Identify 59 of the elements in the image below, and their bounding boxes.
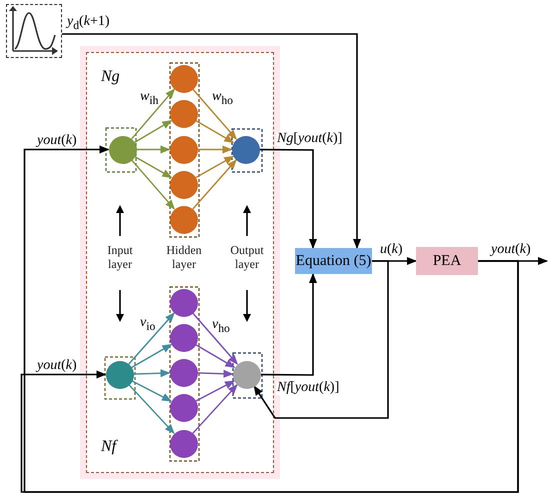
arrow	[260, 148, 317, 249]
arrow	[254, 260, 389, 419]
process-box: PEA	[416, 247, 478, 275]
connection-arrow	[192, 88, 237, 140]
neuron-circle	[170, 288, 198, 316]
edge-label: Ng[yout(k)]	[276, 132, 344, 146]
connection-arrow	[195, 120, 234, 144]
arrow	[260, 273, 317, 376]
connection-arrow	[197, 370, 234, 378]
connection-arrow	[133, 369, 170, 378]
edge-label: yout(k)	[36, 134, 78, 148]
weight-label: w$_{ho}$	[212, 90, 233, 106]
layer-label: Output layer	[229, 244, 265, 272]
connection-arrow	[192, 312, 238, 365]
neuron-circle	[232, 360, 260, 388]
connection-arrow	[128, 384, 175, 434]
neuron-circle	[170, 324, 198, 352]
neuron-circle	[170, 64, 198, 92]
weight-label: v$_{io}$	[140, 316, 156, 332]
edge-label: Nf[yout(k)]	[276, 381, 340, 395]
network-label: Nf	[101, 439, 116, 455]
connection-arrow	[128, 312, 175, 364]
edge-label: yout(k)	[490, 243, 532, 257]
neuron-circle	[170, 100, 198, 128]
neuron-circle	[170, 358, 198, 386]
process-box: Equation (5)	[295, 248, 372, 274]
connection-arrow	[136, 146, 170, 154]
arrow	[20, 260, 519, 493]
connection-arrow	[131, 160, 175, 210]
connection-arrow	[198, 146, 232, 154]
neuron-circle	[170, 394, 198, 422]
connection-arrow	[131, 344, 172, 368]
network-label: Ng	[101, 69, 120, 85]
waveform-drawing	[6, 4, 62, 58]
weight-label: w$_{ih}$	[140, 90, 158, 106]
neuron-circle	[170, 206, 198, 234]
neuron-circle	[170, 170, 198, 198]
arrow	[478, 257, 548, 265]
neuron-circle	[108, 136, 136, 164]
neuron-circle	[232, 136, 260, 164]
weight-label: v$_{ho}$	[212, 318, 230, 334]
connection-arrow	[132, 380, 172, 402]
connection-arrow	[195, 344, 236, 368]
connection-arrow	[195, 156, 234, 178]
layer-label: Input layer	[106, 244, 134, 272]
neuron-circle	[170, 136, 198, 164]
connection-arrow	[192, 159, 237, 210]
neuron-circle	[106, 360, 134, 388]
edge-label: u(k)	[379, 243, 404, 257]
connection-arrow	[131, 88, 176, 140]
edge-label: y$_{d}$(k+1)	[66, 15, 110, 32]
edge-label: yout(k)	[36, 359, 78, 373]
connection-arrow	[196, 380, 235, 402]
connection-arrow	[192, 384, 238, 434]
arrow	[62, 33, 361, 249]
connection-arrow	[134, 120, 172, 143]
neuron-circle	[170, 430, 198, 458]
connection-arrow	[134, 156, 172, 178]
layer-label: Hidden layer	[165, 244, 203, 272]
